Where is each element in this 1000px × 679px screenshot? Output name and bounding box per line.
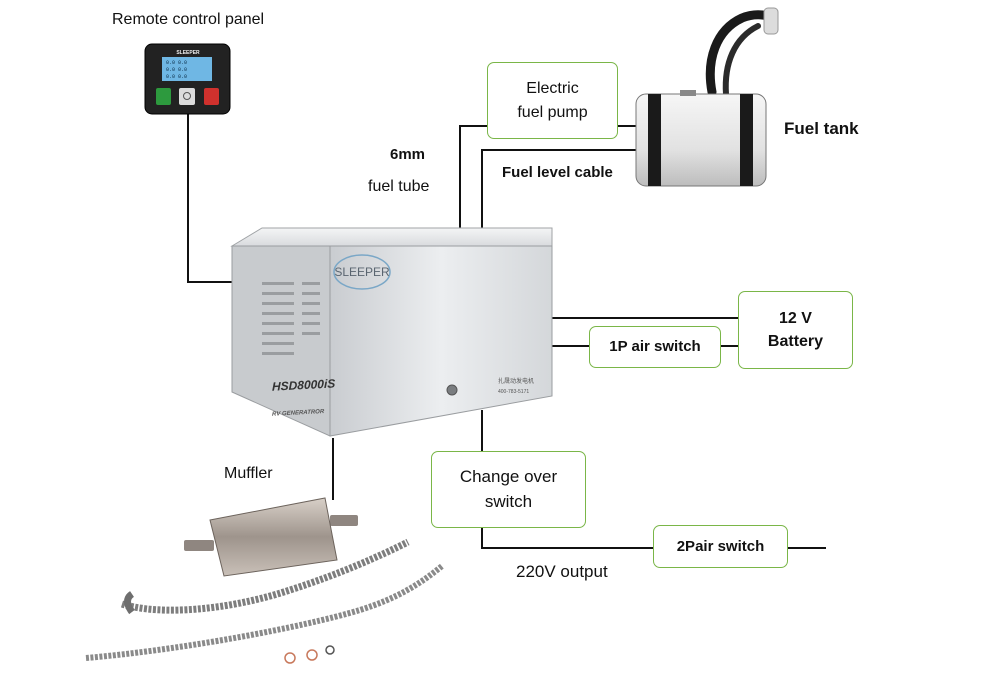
tank-body <box>635 93 767 187</box>
generator-logo-ring <box>333 254 391 290</box>
flex-hose-lower <box>85 563 444 661</box>
pair-switch-box: 2Pair switch <box>653 525 788 568</box>
power-icon <box>183 92 191 100</box>
generator-subtitle: RV GENERATROR <box>272 409 325 418</box>
muffler-label: Muffler <box>224 465 273 482</box>
flex-hose-upper <box>120 538 410 614</box>
fuel-pump-line-2: fuel pump <box>517 103 588 121</box>
generator-vents <box>262 282 320 355</box>
panel-screen-row-1: 0.0 0.0 <box>166 60 187 66</box>
tank-strap-left <box>648 94 661 186</box>
panel-screen <box>162 57 212 81</box>
panel-stop-button[interactable] <box>204 88 219 105</box>
tank-fitting <box>680 90 696 96</box>
generator-brand: SLEEPER <box>334 265 390 279</box>
remote-control-panel: SLEEPER 0.0 0.0 0.0 0.0 0.0 0.0 <box>144 43 231 115</box>
panel-screen-row-2: 0.0 0.0 <box>166 67 187 73</box>
remote-panel-label: Remote control panel <box>112 11 265 28</box>
panel-brand: SLEEPER <box>176 50 200 56</box>
panel-mode-button[interactable] <box>179 88 195 105</box>
fuel-level-cable-label: Fuel level cable <box>502 164 613 181</box>
changeover-line-1: Change over <box>459 466 558 486</box>
generator-cn-text: 扎晟动发电机 <box>498 377 534 385</box>
generator-key-switch <box>446 384 458 396</box>
air-switch-label: 1P air switch <box>609 338 701 356</box>
air-switch-box: 1P air switch <box>589 326 721 368</box>
fuel-tube-label: fuel tube <box>368 178 430 195</box>
generator-model: HSD8000iS <box>272 376 335 393</box>
battery-line-2: Battery <box>767 333 824 350</box>
fuel-pump-box: Electric fuel pump <box>487 62 618 139</box>
muffler <box>184 497 358 577</box>
pair-switch-label: 2Pair switch <box>676 537 765 555</box>
tank-vent-hose <box>722 23 761 97</box>
generator-phone: 400-783-5171 <box>498 389 529 395</box>
washer-3 <box>325 645 335 655</box>
changeover-line-2: switch <box>484 491 533 511</box>
muffler-inlet-pipe <box>184 540 214 551</box>
tank-filler-hose <box>705 10 773 97</box>
battery-box: 12 V Battery <box>738 291 853 369</box>
tube-size-label: 6mm <box>390 146 426 163</box>
changeover-to-output-line <box>481 528 654 549</box>
washer-2 <box>306 649 318 661</box>
generator-side <box>231 245 331 437</box>
fuel-tank-label: Fuel tank <box>784 119 859 138</box>
changeover-switch-box: Change over switch <box>431 451 586 528</box>
generator: SLEEPER HSD8000iS RV GENERATROR 扎晟动发电机 4… <box>230 227 553 437</box>
tank-filler-cap <box>763 7 779 35</box>
generator-top <box>230 227 553 247</box>
output-label: 220V output <box>516 562 608 581</box>
washer-1 <box>284 652 296 664</box>
muffler-outlet-pipe <box>330 515 358 526</box>
panel-screen-row-3: 0.0 0.0 <box>166 74 187 80</box>
panel-start-button[interactable] <box>156 88 171 105</box>
tank-strap-right <box>740 94 753 186</box>
battery-line-1: 12 V <box>779 309 812 327</box>
fuel-level-cable-line <box>481 149 640 232</box>
connection-lines <box>187 112 826 549</box>
muffler-body <box>209 497 338 577</box>
hose-elbow <box>124 591 135 615</box>
generator-front <box>329 245 553 437</box>
panel-to-generator-line <box>187 112 234 283</box>
exhaust-hoses <box>85 538 444 664</box>
fuel-tank <box>635 7 779 187</box>
fuel-pump-line-1: Electric <box>526 80 579 98</box>
fuel-tube-line <box>459 125 488 232</box>
